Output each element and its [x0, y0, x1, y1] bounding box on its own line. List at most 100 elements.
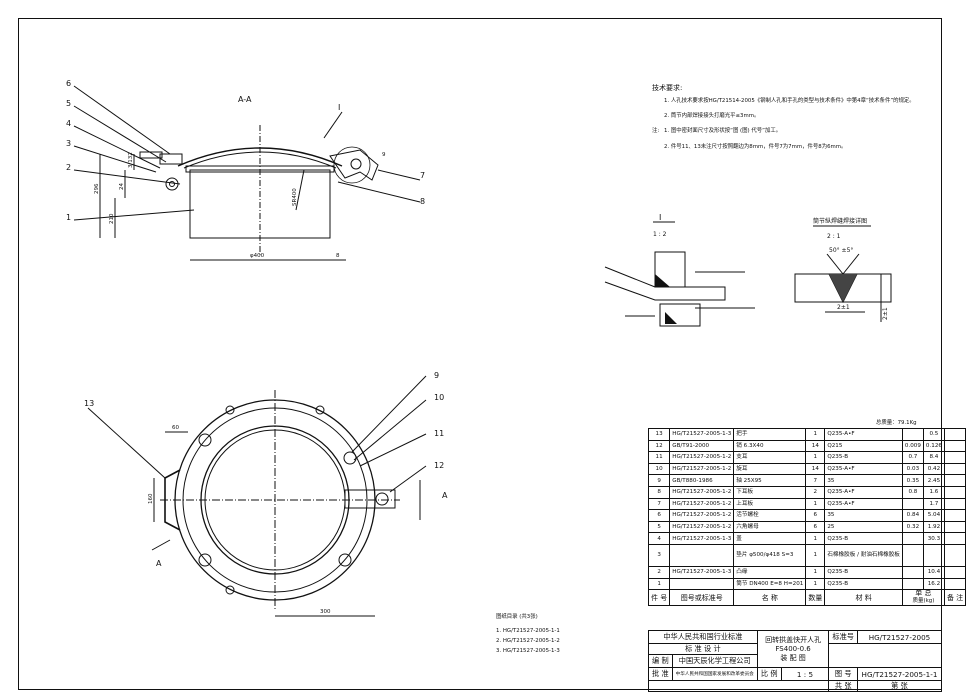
- std-no-label: 标准号: [828, 630, 858, 644]
- callout-8: 8: [420, 197, 425, 206]
- bom-cell-unit: [901, 497, 924, 511]
- bom-cell-mat: Q235-A•F: [824, 428, 903, 441]
- weld-scale: 2 : 1: [827, 233, 841, 240]
- bom-header-row: 件 号 图号或标准号 名 称 数量 材 料 单 总 质量(kg) 备 注: [647, 589, 966, 607]
- tech-item-2: 2. 筒节内部焊接接头打磨光平≤3mm。: [664, 113, 760, 119]
- section-label: A-A: [238, 95, 252, 104]
- bom-cell-qty: 1: [805, 428, 826, 441]
- bom-cell-mat: 35: [824, 509, 903, 522]
- dim-h3132: 3 132: [128, 152, 134, 168]
- dim-160: 160: [148, 493, 154, 504]
- ref-heading: 图纸目录 (共3张): [496, 614, 538, 620]
- callout-6: 6: [66, 79, 71, 88]
- bom-cell-mat: Q235-B: [824, 451, 903, 464]
- sheets-total-label: 共: [834, 681, 843, 690]
- bom-cell-note: [943, 439, 966, 453]
- bom-cell-no: 11: [647, 451, 671, 464]
- bom-cell-no: 8: [647, 485, 671, 499]
- bom-cell-no: 1: [647, 577, 671, 591]
- callout-4: 4: [66, 119, 71, 128]
- title-block: 中华人民共和国行业标准 回转拱盖快开人孔 FS400-0.6 装 配 图 标准号…: [647, 630, 943, 692]
- bom-cell-total: 0.5: [922, 428, 945, 441]
- bom-cell-total: 16.2: [922, 577, 945, 591]
- dim-sr400: SR400: [292, 188, 298, 206]
- bom-cell-total: 2.45: [922, 474, 945, 487]
- callout-12: 12: [434, 461, 444, 470]
- bom-cell-unit: 0.35: [901, 474, 924, 487]
- callout-10: 10: [434, 393, 444, 402]
- bom-cell-mat: Q235-A•F: [824, 485, 903, 499]
- callout-i: I: [338, 103, 340, 112]
- bom-cell-note: [943, 428, 966, 441]
- bom-cell-no: 9: [647, 474, 671, 487]
- bom-cell-mat: Q215: [824, 439, 903, 453]
- bom-cell-no: 5: [647, 520, 671, 534]
- bom-cell-mat: Q235-B: [824, 565, 903, 579]
- bom-cell-code: HG/T21527-2005-1-2: [669, 485, 735, 499]
- bom-cell-unit: [901, 428, 924, 441]
- sheet-no-unit: 张: [900, 681, 908, 690]
- bom-cell-total: 1.6: [922, 485, 945, 499]
- bom-cell-total: 8.4: [922, 451, 945, 464]
- drawing-no: HG/T21527-2005-1-1: [856, 667, 943, 681]
- std-org-2: 标 准 设 计: [648, 643, 758, 655]
- view-a-right: A: [442, 491, 448, 500]
- bom-header-unit: 单: [915, 589, 923, 598]
- bom-cell-total: 5.04: [922, 509, 945, 522]
- bom-cell-code: HG/T21527-2005-1-2: [669, 497, 735, 511]
- ref-item-1: 1. HG/T21527-2005-1-1: [496, 628, 560, 634]
- sheets-total-unit: 张: [844, 681, 852, 690]
- bom-cell-name: 盖: [733, 532, 807, 545]
- bom-cell-total: 0.42: [922, 462, 945, 476]
- total-weight: 总质量：79.1Kg: [876, 420, 917, 426]
- bom-cell-code: HG/T21527-2005-1-3: [669, 428, 735, 441]
- callout-11: 11: [434, 429, 444, 438]
- callout-5: 5: [66, 99, 71, 108]
- bom-cell-no: 7: [647, 497, 671, 511]
- bom-cell-name: 轴 25X95: [733, 474, 807, 487]
- bom-header-mat: 材 料: [824, 589, 903, 607]
- tech-heading: 技术要求:: [652, 84, 683, 92]
- bom-cell-unit: 0.7: [901, 451, 924, 464]
- bom-cell-name: 上耳板: [733, 497, 807, 511]
- bom-cell-no: 3: [647, 543, 671, 567]
- bom-cell-mat: Q235-A•F: [824, 497, 903, 511]
- weld-detail: 筒节纵焊缝焊接详图 2 : 1 50° ±5° 2±1 2±1: [794, 217, 892, 322]
- ref-item-2: 2. HG/T21527-2005-1-2: [496, 638, 560, 644]
- bom-cell-mat: 35: [824, 474, 903, 487]
- bom-cell-qty: 2: [805, 485, 826, 499]
- dim-300: 300: [320, 609, 331, 615]
- bom-cell-qty: 1: [805, 543, 826, 567]
- std-org-1: 中华人民共和国行业标准: [648, 630, 758, 644]
- bom-cell-unit: 0.84: [901, 509, 924, 522]
- product-1: 回转拱盖快开人孔: [765, 635, 822, 644]
- bom-cell-total: 0.126: [922, 439, 945, 453]
- bom-cell-qty: 1: [805, 577, 826, 591]
- bom-cell-code: [669, 577, 735, 591]
- bom-cell-unit: 0.03: [901, 462, 924, 476]
- bom-cell-qty: 7: [805, 474, 826, 487]
- bom-cell-qty: 1: [805, 532, 826, 545]
- bom-cell-mat: Q235-B: [824, 577, 903, 591]
- bom-header-name: 名 称: [733, 589, 807, 607]
- bom-cell-code: HG/T21527-2005-1-3: [669, 532, 735, 545]
- callout-13: 13: [84, 399, 94, 408]
- tech-item-1: 1. 人孔技术要求按HG/T21514-2005《钢制人孔和手孔的类型与技术条件…: [664, 98, 915, 104]
- bom-header-qty: 数量: [805, 589, 826, 607]
- bom-header-no: 件 号: [647, 589, 671, 607]
- scale-value: 1 : 5: [780, 667, 830, 681]
- bom-cell-name: 下耳板: [733, 485, 807, 499]
- bom-cell-total: 30.3: [922, 532, 945, 545]
- view-a-left: A: [156, 559, 162, 568]
- dim-h296: 296: [94, 183, 100, 194]
- bom-cell-unit: 0.32: [901, 520, 924, 534]
- callout-7: 7: [420, 171, 425, 180]
- bom-cell-name: 支耳: [733, 451, 807, 464]
- drawing-no-label: 图 号: [828, 667, 858, 681]
- bom-header-total: 总: [924, 589, 932, 598]
